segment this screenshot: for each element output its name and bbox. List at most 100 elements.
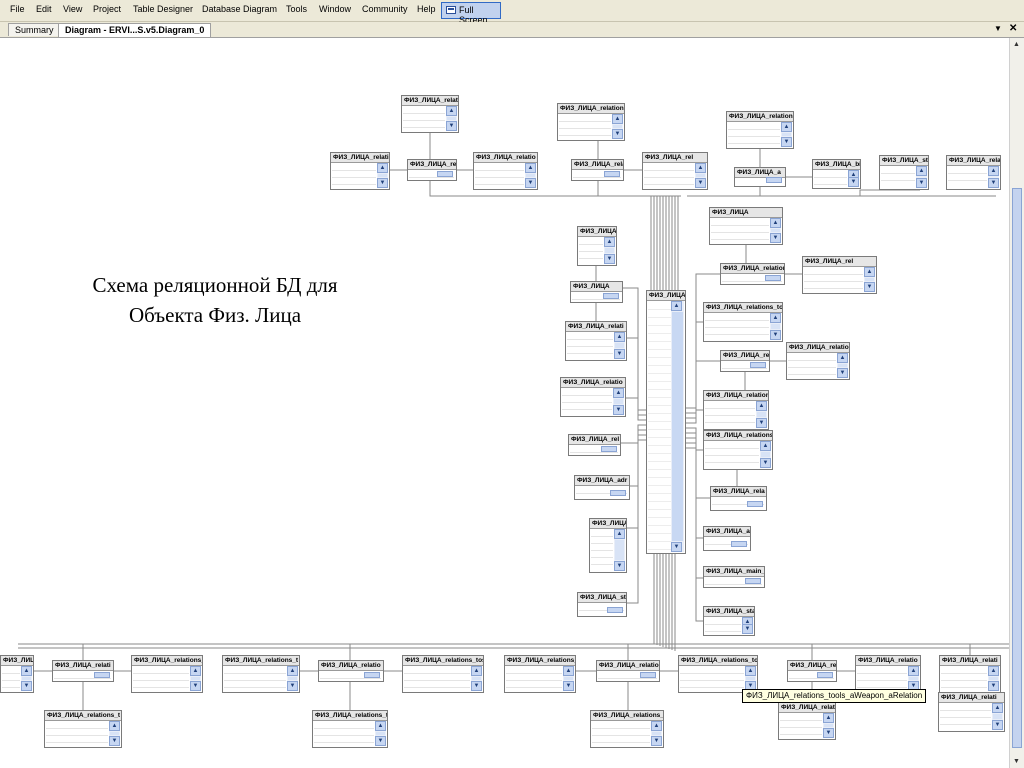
db-table[interactable]: ФИЗ_ЛИЦА_re <box>787 660 837 682</box>
db-table[interactable]: ФИЗ_ЛИЦА_rel▲▼ <box>802 256 877 294</box>
menu-project[interactable]: Project <box>93 4 122 14</box>
db-table[interactable]: ФИЗ_ЛИЦА_relati▲▼ <box>938 692 1005 732</box>
scroll-down-icon[interactable]: ▼ <box>604 254 615 264</box>
expand-grip-icon[interactable] <box>603 293 619 299</box>
scroll-down-icon[interactable]: ▼ <box>671 542 682 552</box>
scroll-up-icon[interactable]: ▲ <box>988 666 999 676</box>
expand-grip-icon[interactable] <box>766 177 782 183</box>
table-scrollbar[interactable]: ▲▼ <box>848 170 859 187</box>
db-table[interactable]: ФИЗ_ЛИЦА▲▼ <box>589 518 627 573</box>
db-table[interactable]: ФИЗ_ЛИЦА <box>570 281 623 303</box>
table-columns[interactable] <box>804 268 863 291</box>
scroll-up-arrow-icon[interactable]: ▲ <box>1013 41 1020 48</box>
menu-help[interactable]: Help <box>417 4 436 14</box>
db-table[interactable]: ФИЗ_ЛИЦА_bi▲▼ <box>812 159 861 189</box>
db-table[interactable]: ФИЗ_ЛИЦА_relatio▲▼ <box>855 655 921 693</box>
scroll-down-icon[interactable]: ▼ <box>770 233 781 243</box>
table-scrollbar[interactable]: ▲▼ <box>525 163 536 188</box>
scroll-down-icon[interactable]: ▼ <box>377 178 388 188</box>
expand-grip-icon[interactable] <box>765 275 781 281</box>
table-columns[interactable] <box>648 302 672 551</box>
table-columns[interactable] <box>711 219 769 242</box>
table-scrollbar[interactable]: ▲▼ <box>563 666 574 691</box>
table-scrollbar[interactable]: ▲▼ <box>781 122 792 147</box>
scroll-down-icon[interactable]: ▼ <box>612 129 623 139</box>
scroll-up-icon[interactable]: ▲ <box>823 713 834 723</box>
expand-grip-icon[interactable] <box>601 446 617 452</box>
scroll-down-icon[interactable]: ▼ <box>781 137 792 147</box>
table-scrollbar[interactable]: ▲▼ <box>745 666 756 691</box>
scroll-down-icon[interactable]: ▼ <box>375 736 386 746</box>
scroll-down-icon[interactable]: ▼ <box>525 178 536 188</box>
scroll-down-icon[interactable]: ▼ <box>695 178 706 188</box>
menu-community[interactable]: Community <box>362 4 408 14</box>
scroll-down-icon[interactable]: ▼ <box>823 728 834 738</box>
table-columns[interactable] <box>705 314 769 339</box>
table-columns[interactable] <box>592 722 650 745</box>
diagram-canvas[interactable]: Схема реляционной БД для Объекта Физ. Ли… <box>0 38 1009 768</box>
scroll-up-icon[interactable]: ▲ <box>446 106 457 116</box>
scroll-up-icon[interactable]: ▲ <box>525 163 536 173</box>
table-scrollbar[interactable]: ▲▼ <box>988 666 999 691</box>
table-scrollbar[interactable]: ▲▼ <box>446 106 457 131</box>
table-scrollbar[interactable]: ▲▼ <box>760 441 771 468</box>
scroll-up-icon[interactable]: ▲ <box>612 114 623 124</box>
expand-grip-icon[interactable] <box>817 672 833 678</box>
db-table[interactable]: ФИЗ_ЛИЦА_relations_t▲▼ <box>44 710 122 748</box>
table-scrollbar[interactable]: ▲▼ <box>471 666 482 691</box>
scroll-up-icon[interactable]: ▲ <box>614 529 625 539</box>
scroll-down-icon[interactable]: ▼ <box>756 418 767 428</box>
db-table[interactable]: ФИЗ_ЛИЦА_relations_( <box>720 263 785 285</box>
table-scrollbar[interactable]: ▲▼ <box>375 721 386 746</box>
db-table[interactable]: ФИЗ_ЛИЦА_relatio▲▼ <box>786 342 850 380</box>
db-table[interactable]: ФИЗ_ЛИЦА_a <box>734 167 786 187</box>
table-scrollbar[interactable]: ▲▼ <box>756 401 767 428</box>
table-columns[interactable] <box>722 362 767 369</box>
scroll-down-icon[interactable]: ▼ <box>864 282 875 292</box>
table-scrollbar[interactable]: ▲▼ <box>604 237 615 264</box>
table-scrollbar[interactable]: ▲▼ <box>823 713 834 738</box>
scroll-down-arrow-icon[interactable]: ▼ <box>1013 758 1020 765</box>
full-screen-button[interactable]: Full Screen <box>441 2 501 25</box>
scroll-down-icon[interactable]: ▼ <box>563 681 574 691</box>
scroll-up-icon[interactable]: ▲ <box>695 163 706 173</box>
table-columns[interactable] <box>409 171 454 178</box>
expand-grip-icon[interactable] <box>731 541 747 547</box>
scroll-up-icon[interactable]: ▲ <box>377 163 388 173</box>
scroll-up-icon[interactable]: ▲ <box>837 353 848 363</box>
expand-grip-icon[interactable] <box>750 362 766 368</box>
db-table[interactable]: ФИЗ_ЛИЦА_stat▲▼ <box>879 155 929 190</box>
scroll-up-icon[interactable]: ▲ <box>671 301 682 311</box>
table-columns[interactable] <box>579 604 624 614</box>
db-table[interactable]: ФИЗ_ЛИЦА_relati▲▼ <box>939 655 1001 693</box>
menu-window[interactable]: Window <box>319 4 352 14</box>
table-columns[interactable] <box>133 667 189 690</box>
scroll-down-icon[interactable]: ▼ <box>613 405 624 415</box>
table-scrollbar[interactable]: ▲▼ <box>613 388 624 415</box>
db-table[interactable]: ФИЗ_ЛИЦА_relations <box>571 159 624 181</box>
table-columns[interactable] <box>332 164 376 187</box>
scroll-down-icon[interactable]: ▼ <box>848 177 859 187</box>
table-columns[interactable] <box>705 442 759 467</box>
table-columns[interactable] <box>712 498 764 508</box>
table-columns[interactable] <box>46 722 108 745</box>
scroll-down-icon[interactable]: ▼ <box>992 720 1003 730</box>
scroll-up-icon[interactable]: ▲ <box>864 267 875 277</box>
scroll-up-icon[interactable]: ▲ <box>109 721 120 731</box>
table-scrollbar[interactable]: ▲▼ <box>770 313 781 340</box>
table-scrollbar[interactable]: ▲▼ <box>614 332 625 359</box>
scroll-up-icon[interactable]: ▲ <box>604 237 615 247</box>
expand-grip-icon[interactable] <box>610 490 626 496</box>
table-columns[interactable] <box>705 578 762 585</box>
table-columns[interactable] <box>54 672 111 679</box>
db-table[interactable]: ФИЗ_ЛИЦА_relati <box>52 660 114 682</box>
scroll-down-icon[interactable]: ▼ <box>287 681 298 691</box>
db-table[interactable]: ФИЗ_ЛИЦА_relatio▲▼ <box>473 152 538 190</box>
table-columns[interactable] <box>598 672 657 679</box>
expand-grip-icon[interactable] <box>745 578 761 584</box>
db-table[interactable]: ФИЗ_ЛИЦА_a <box>703 526 751 551</box>
expand-grip-icon[interactable] <box>747 501 763 507</box>
scroll-down-icon[interactable]: ▼ <box>837 368 848 378</box>
table-scrollbar[interactable]: ▲▼ <box>614 529 625 571</box>
db-table[interactable]: ФИЗ_ЛИЦА_relations_▲▼ <box>590 710 664 748</box>
